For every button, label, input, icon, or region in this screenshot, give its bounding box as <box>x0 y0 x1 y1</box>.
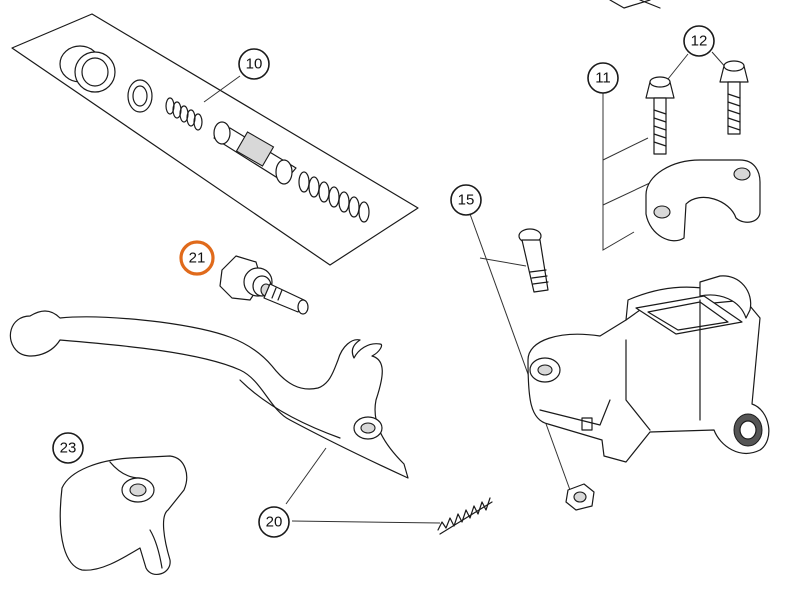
callout-23[interactable]: 23 <box>52 432 84 464</box>
part-15-pivot-bolt[interactable] <box>469 213 595 511</box>
lever-blade <box>9 310 409 479</box>
return-spring <box>298 171 370 223</box>
part-23-lever-cover[interactable] <box>59 455 188 576</box>
callout-label: 23 <box>60 440 77 457</box>
adjuster-pin <box>263 283 309 315</box>
part-21-adjuster[interactable] <box>219 255 309 315</box>
bolt-left <box>645 76 675 155</box>
callout-10[interactable]: 10 <box>238 48 270 80</box>
adjacent-part-fragment <box>609 0 661 9</box>
callout-15[interactable]: 15 <box>450 184 482 216</box>
callout-label: 10 <box>246 56 263 73</box>
callout-12[interactable]: 12 <box>683 25 715 57</box>
part-10-repair-kit[interactable] <box>11 13 419 266</box>
callout-20[interactable]: 20 <box>258 506 290 538</box>
callout-label: 11 <box>595 70 611 87</box>
lock-nut <box>565 483 595 511</box>
callout-21-highlighted[interactable]: 21 <box>179 240 215 276</box>
part-20-brake-lever[interactable] <box>9 310 493 535</box>
callout-label: 21 <box>189 250 206 267</box>
lever-spring <box>437 497 493 535</box>
adjuster-knob <box>219 255 273 301</box>
callout-label: 15 <box>458 192 475 209</box>
callout-11[interactable]: 11 <box>587 62 619 94</box>
small-spring <box>165 97 203 131</box>
part-11-12-clamp-assembly[interactable] <box>602 51 761 251</box>
master-cylinder-body[interactable] <box>527 275 770 463</box>
piston <box>213 121 297 185</box>
circlip <box>127 79 153 113</box>
callout-label: 12 <box>691 33 708 50</box>
pivot-bolt <box>518 228 549 293</box>
boot-cap <box>59 45 116 93</box>
bolt-right <box>719 60 749 135</box>
handlebar-clamp <box>645 159 761 242</box>
callout-label: 20 <box>266 514 283 531</box>
